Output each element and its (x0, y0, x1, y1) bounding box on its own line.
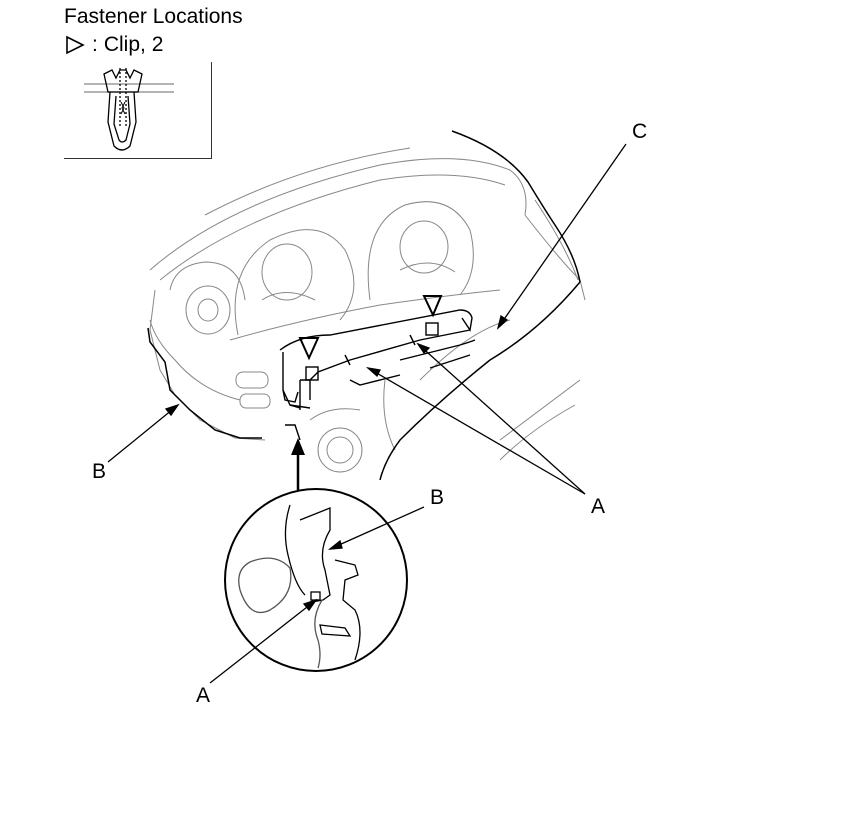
detail-arrow (291, 438, 305, 490)
legend-text: Clip, 2 (103, 33, 164, 56)
callout-leaders (107, 143, 627, 495)
callout-label-b: B (92, 460, 107, 483)
triangle-outline-icon (66, 35, 85, 55)
detail-view (209, 488, 425, 684)
clip-inset-box (64, 62, 212, 159)
clip-triangle-icon (298, 337, 320, 361)
clip-icon (84, 68, 174, 151)
cluster-cover-panel-c (279, 309, 476, 441)
leader-a-detail (209, 599, 317, 684)
dashboard-outline (149, 147, 586, 473)
leader-b-main (107, 404, 179, 463)
dashboard-edge (147, 130, 581, 481)
legend-separator: : (92, 33, 98, 56)
callout-label-c: C (632, 120, 648, 143)
leader-b-detail (329, 506, 425, 550)
leader-a-main-1 (367, 367, 586, 495)
leader-a-main-2 (417, 343, 586, 495)
callout-label-b-detail: B (430, 486, 445, 509)
clip-legend: : Clip, 2 (64, 32, 163, 58)
clip-triangle-icon (422, 295, 443, 318)
clip-markers (298, 295, 443, 361)
callout-label-a: A (591, 495, 606, 518)
callout-label-a-detail: A (196, 684, 211, 707)
leader-c-main (497, 143, 627, 329)
diagram-title: Fastener Locations (64, 5, 243, 28)
